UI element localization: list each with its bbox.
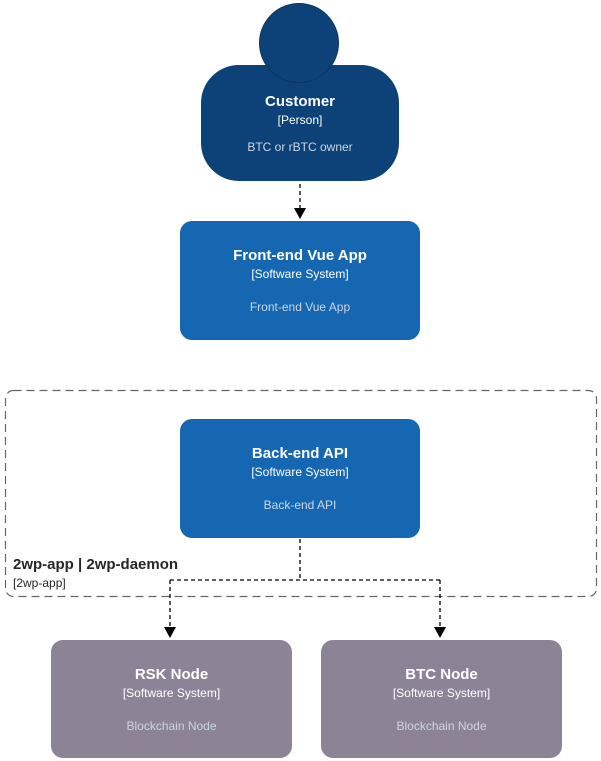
boundary-label-2wp-app: 2wp-app | 2wp-daemon [2wp-app] bbox=[13, 556, 178, 590]
node-description: Back-end API bbox=[263, 498, 337, 512]
arrowhead-frontend bbox=[294, 208, 306, 219]
node-description: Blockchain Node bbox=[396, 719, 487, 733]
connector-backend-split bbox=[169, 539, 441, 626]
node-customer[interactable]: Customer [Person] BTC or rBTC owner bbox=[201, 3, 399, 181]
person-body: Customer [Person] BTC or rBTC owner bbox=[201, 65, 399, 181]
node-title: Front-end Vue App bbox=[233, 247, 367, 264]
node-title: Customer bbox=[264, 93, 335, 110]
node-description: Front-end Vue App bbox=[249, 300, 351, 314]
arrowhead-rsk-node bbox=[164, 627, 176, 638]
boundary-type-label: [2wp-app] bbox=[13, 576, 66, 590]
node-type-label: [Software System] bbox=[392, 686, 491, 700]
boundary-title: 2wp-app | 2wp-daemon bbox=[13, 556, 179, 573]
node-btc-node[interactable]: BTC Node [Software System] Blockchain No… bbox=[321, 640, 562, 758]
node-rsk-node[interactable]: RSK Node [Software System] Blockchain No… bbox=[51, 640, 292, 758]
node-type-label: [Software System] bbox=[251, 267, 349, 281]
node-title: RSK Node bbox=[134, 666, 209, 683]
node-type-label: [Software System] bbox=[251, 465, 349, 479]
person-head-icon bbox=[259, 3, 339, 83]
node-description: Blockchain Node bbox=[126, 719, 217, 733]
node-frontend-vue-app[interactable]: Front-end Vue App [Software System] Fron… bbox=[180, 221, 420, 340]
node-title: Back-end API bbox=[251, 445, 349, 462]
node-type-label: [Software System] bbox=[122, 686, 221, 700]
node-title: BTC Node bbox=[405, 666, 478, 683]
node-backend-api[interactable]: Back-end API [Software System] Back-end … bbox=[180, 419, 420, 538]
node-description: BTC or rBTC owner bbox=[247, 140, 353, 154]
arrowhead-btc-node bbox=[434, 627, 446, 638]
boundary-box-2wp-app[interactable] bbox=[4, 389, 598, 598]
node-type-label: [Person] bbox=[277, 113, 323, 127]
